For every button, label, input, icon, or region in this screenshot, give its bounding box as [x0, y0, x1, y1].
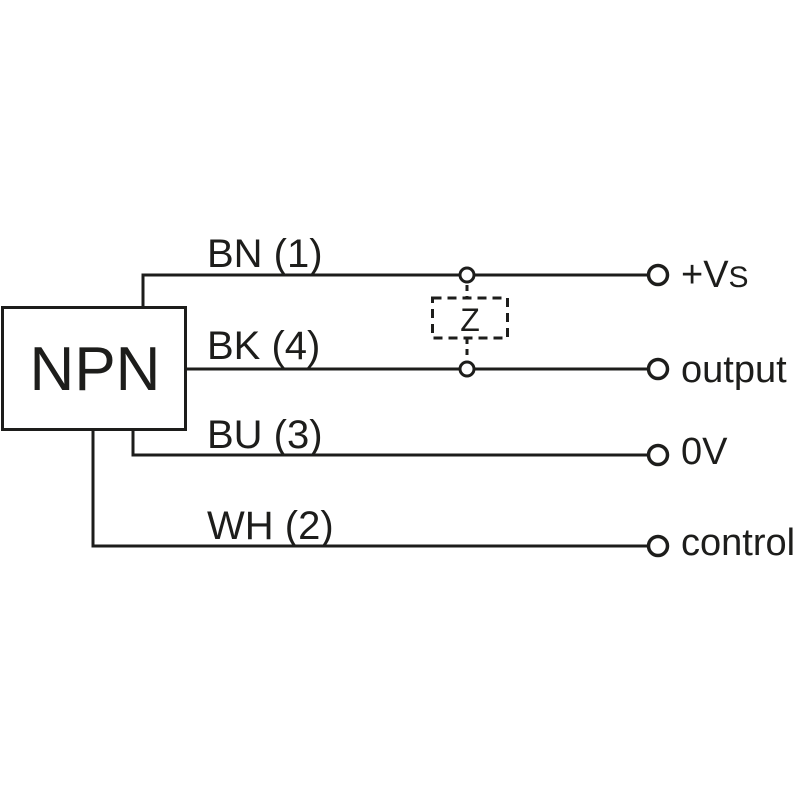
impedance-box	[431, 296, 509, 340]
wire-bn	[141, 273, 649, 308]
wire-label-wh: WH (2)	[207, 504, 334, 548]
terminal-label-vs-sub: S	[729, 261, 749, 294]
junction-node-bk	[458, 360, 476, 378]
device-label: NPN	[30, 335, 161, 404]
terminal-label-control: control	[681, 522, 795, 564]
terminal-label-vs-main: +V	[681, 254, 729, 296]
terminal-circle-0v	[646, 443, 670, 467]
impedance-label: Z	[460, 302, 480, 338]
terminal-circle-vs	[646, 263, 670, 287]
terminal-circle-control	[646, 534, 670, 558]
wire-wh	[91, 429, 649, 548]
terminal-circle-output	[646, 357, 670, 381]
terminal-label-output: output	[681, 349, 787, 391]
device-box	[1, 306, 187, 431]
wire-label-bu: BU (3)	[207, 413, 323, 457]
terminal-label-vs: +VS	[681, 254, 749, 296]
wire-label-bn: BN (1)	[207, 232, 323, 276]
wire-bu	[131, 429, 649, 457]
terminal-label-0v: 0V	[681, 431, 728, 473]
wire-label-bk: BK (4)	[207, 324, 320, 368]
junction-node-bn	[458, 266, 476, 284]
